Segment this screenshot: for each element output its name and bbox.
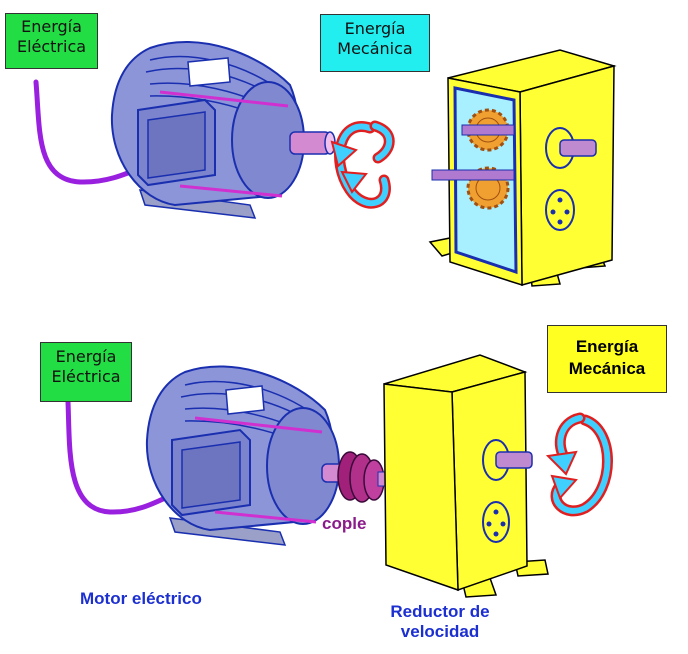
top-electrical-energy-line2: Eléctrica: [16, 37, 87, 57]
reducer-caption-line2: velocidad: [400, 622, 480, 641]
coupling: [337, 451, 389, 503]
bottom-rotation-arrow: [545, 412, 613, 517]
top-nameplate: [187, 57, 231, 87]
top-reducer-output-flange: [545, 189, 575, 231]
top-electrical-energy-label: Energía Eléctrica: [5, 13, 98, 69]
bottom-mechanical-energy-line2: Mecánica: [568, 358, 646, 378]
bottom-electrical-energy-line1: Energía: [55, 347, 117, 366]
bottom-reducer-side: [451, 371, 528, 592]
motor-caption: Motor eléctrico: [80, 589, 202, 608]
bottom-reducer-output-shaft: [495, 451, 533, 469]
top-mechanical-energy-label: Energía Mecánica: [320, 14, 430, 72]
reducer-caption: Reductor de velocidad: [370, 602, 510, 642]
bottom-motor: [65, 365, 353, 546]
top-mechanical-energy-line2: Mecánica: [337, 39, 413, 59]
top-electrical-energy-line1: Energía: [21, 17, 82, 36]
bottom-nameplate: [225, 385, 265, 415]
bottom-mechanical-energy-line1: Energía: [575, 337, 639, 356]
bottom-power-cable: [65, 399, 185, 515]
bottom-electrical-energy-label: Energía Energía Eléctrica: [40, 342, 132, 402]
top-reducer: [428, 49, 617, 287]
bottom-mechanical-energy-label: Energía Mecánica: [547, 325, 667, 393]
bottom-reducer-front: [383, 383, 459, 592]
top-mechanical-energy-line1: Energía: [344, 19, 406, 38]
reducer-caption-line1: Reductor de: [390, 602, 490, 621]
bottom-electrical-energy-line2b: Eléctrica: [51, 367, 121, 387]
top-motor: [33, 40, 336, 219]
bottom-reducer: [383, 354, 549, 598]
top-rotation-arrow: [330, 120, 395, 209]
coupling-label: cople: [322, 514, 367, 533]
top-motor-shaft: [289, 131, 331, 155]
